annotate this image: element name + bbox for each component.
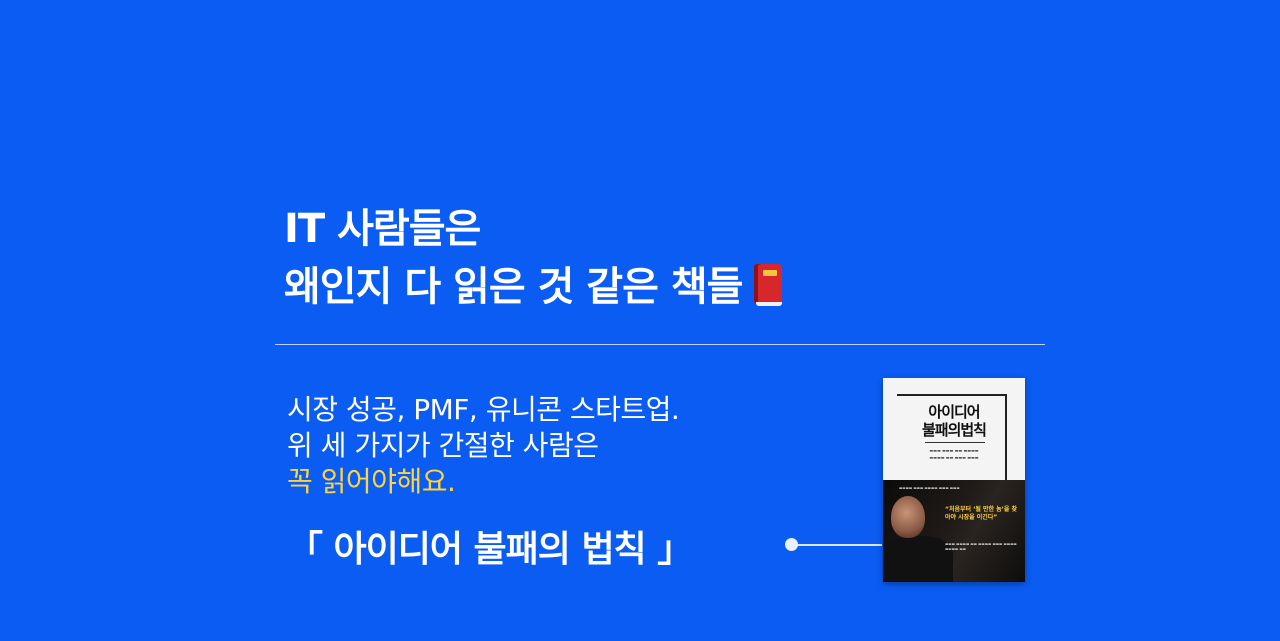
red-book-icon (750, 264, 784, 306)
connector-dot (785, 538, 798, 551)
cover-quote: “처음부터 ‘될 만한 놈’을 찾아야 시장을 이긴다” (945, 506, 1018, 521)
cover-rule (925, 442, 985, 443)
cover-person-face (891, 496, 925, 538)
connector-line (790, 544, 882, 546)
cover-blurb-lines: ▬▬▬▬ ▬▬▬ ▬▬▬▬ ▬▬▬ ▬▬▬ (899, 486, 960, 490)
headline-line-2-text: 왜인지 다 읽은 것 같은 책들 (284, 264, 743, 310)
cover-title-line-1: 아이디어 (928, 403, 980, 421)
cover-subtitle-placeholder: ▬▬▬ ▬▬▬ ▬▬ ▬▬▬▬ (929, 448, 979, 453)
subtext-line-1: 시장 성공, PMF, 유니콘 스타트업. (287, 393, 680, 426)
cover-title-line-2: 불패의법칙 (921, 421, 987, 439)
headline-line-1: IT 사람들은 (284, 206, 481, 252)
book-title: 「 아이디어 불패의 법칙 」 (287, 529, 693, 570)
divider (275, 344, 1045, 345)
cover-person-shoulders (883, 536, 953, 582)
cover-blurb-lines-2: ▬▬▬ ▬▬▬▬ ▬▬ ▬▬▬▬ ▬▬▬ ▬▬▬▬ ▬▬▬▬ ▬▬ (945, 542, 1017, 551)
headline-line-2: 왜인지 다 읽은 것 같은 책들 (284, 258, 784, 316)
cover-photo: ▬▬▬▬ ▬▬▬ ▬▬▬▬ ▬▬▬ ▬▬▬ “처음부터 ‘될 만한 놈’을 찾아… (883, 480, 1025, 582)
cover-frame (897, 394, 1007, 480)
subtext-line-3-highlight: 꼭 읽어야해요. (287, 465, 456, 498)
headline: IT 사람들은 왜인지 다 읽은 것 같은 책들 (284, 200, 784, 316)
subtext: 시장 성공, PMF, 유니콘 스타트업. 위 세 가지가 간절한 사람은 꼭 … (287, 392, 680, 500)
book-cover-image: 아이디어 불패의법칙 ▬▬▬ ▬▬▬ ▬▬ ▬▬▬▬ ▬▬▬▬ ▬▬ ▬▬▬ ▬… (883, 378, 1025, 582)
cover-subtitle-placeholder-2: ▬▬▬▬ ▬▬ ▬▬▬ ▬▬▬ (929, 455, 979, 460)
subtext-line-2: 위 세 가지가 간절한 사람은 (287, 429, 599, 462)
